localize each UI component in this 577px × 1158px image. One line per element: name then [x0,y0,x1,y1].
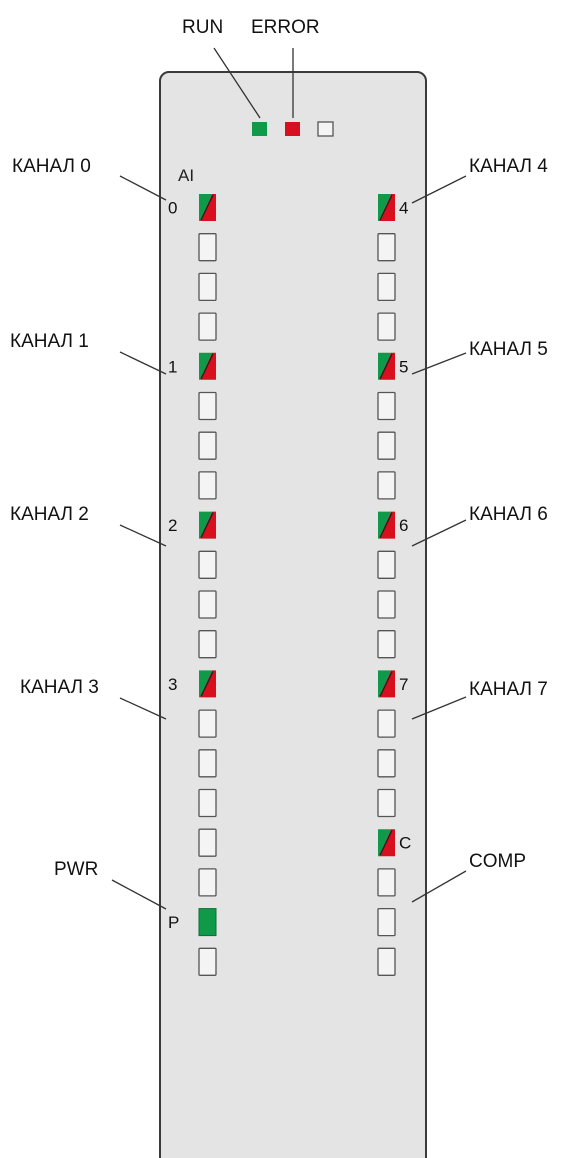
led-label-5: 5 [399,357,408,376]
callout-group: RUN ERROR КАНАЛ 0 КАНАЛ 1 КАНАЛ 2 КАНАЛ 3 PWR К… [10,17,548,910]
led-unused [377,868,396,897]
callout-канал-3: КАНАЛ 3 [20,677,99,698]
status-led-error [285,122,300,136]
left-led-column: 0 1 2 3P [168,194,217,976]
led-unused [198,868,217,897]
channel-led-4 [378,194,395,221]
led-label-4: 4 [399,199,408,218]
led-label-3: 3 [168,675,177,694]
leader-line [411,175,467,204]
led-unused [198,391,217,421]
status-led-run [252,122,267,136]
led-unused [198,550,217,579]
led-label-0: 0 [168,199,177,218]
callout-канал-0: КАНАЛ 0 [12,156,91,177]
channel-led-c [378,829,395,857]
led-unused [377,431,396,460]
led-unused [198,749,217,778]
led-unused [377,233,396,262]
callout-error: ERROR [251,17,320,38]
right-led-column: 4 5 6 7C [377,194,411,976]
led-unused [377,590,396,619]
led-unused [377,749,396,778]
led-unused [377,272,396,302]
led-unused [377,391,396,421]
led-unused [377,907,396,937]
leader-line [119,175,167,201]
led-unused [198,312,217,341]
led-unused [198,272,217,302]
channel-led-0 [199,194,216,221]
led-unused [198,828,217,857]
leader-line [111,879,167,910]
channel-led-6 [378,511,395,539]
led-unused [377,630,396,659]
channel-led-3 [199,670,216,698]
ai-group-label: AI [178,166,194,185]
led-unused [377,312,396,341]
led-unused [377,550,396,579]
callout-pwr: PWR [54,859,98,880]
led-unused [198,630,217,659]
leader-line [411,870,467,903]
led-unused [198,788,217,818]
led-unused [198,233,217,262]
led-unused [377,471,396,500]
led-label-1: 1 [168,357,177,376]
led-label-6: 6 [399,516,408,535]
channel-led-7 [378,670,395,698]
led-unused [377,947,396,976]
led-unused [198,590,217,619]
leader-line [119,697,167,720]
channel-led-2 [199,511,216,539]
led-label-c: C [399,834,411,853]
callout-comp: COMP [469,851,526,872]
callout-run: RUN [182,17,223,38]
callout-канал-5: КАНАЛ 5 [469,339,548,360]
callout-канал-7: КАНАЛ 7 [469,679,548,700]
callout-канал-4: КАНАЛ 4 [469,156,548,177]
leader-line [213,47,261,119]
callout-канал-6: КАНАЛ 6 [469,504,548,525]
led-unused [377,788,396,818]
led-unused [198,431,217,460]
leader-line [119,351,167,375]
callout-канал-1: КАНАЛ 1 [10,331,89,352]
status-led-spare [317,121,334,137]
channel-led-5 [378,352,395,380]
leader-line [411,696,467,720]
led-label-7: 7 [399,675,408,694]
led-label-2: 2 [168,516,177,535]
led-unused [198,947,217,976]
leader-line [411,519,467,547]
leader-line [119,524,167,547]
led-unused [377,709,396,738]
status-led-group [252,121,334,137]
leader-line [411,352,467,375]
led-label-p: P [168,913,179,932]
led-unused [198,709,217,738]
channel-led-1 [199,352,216,380]
led-unused [198,471,217,500]
callout-канал-2: КАНАЛ 2 [10,504,89,525]
channel-led-p [198,908,217,937]
